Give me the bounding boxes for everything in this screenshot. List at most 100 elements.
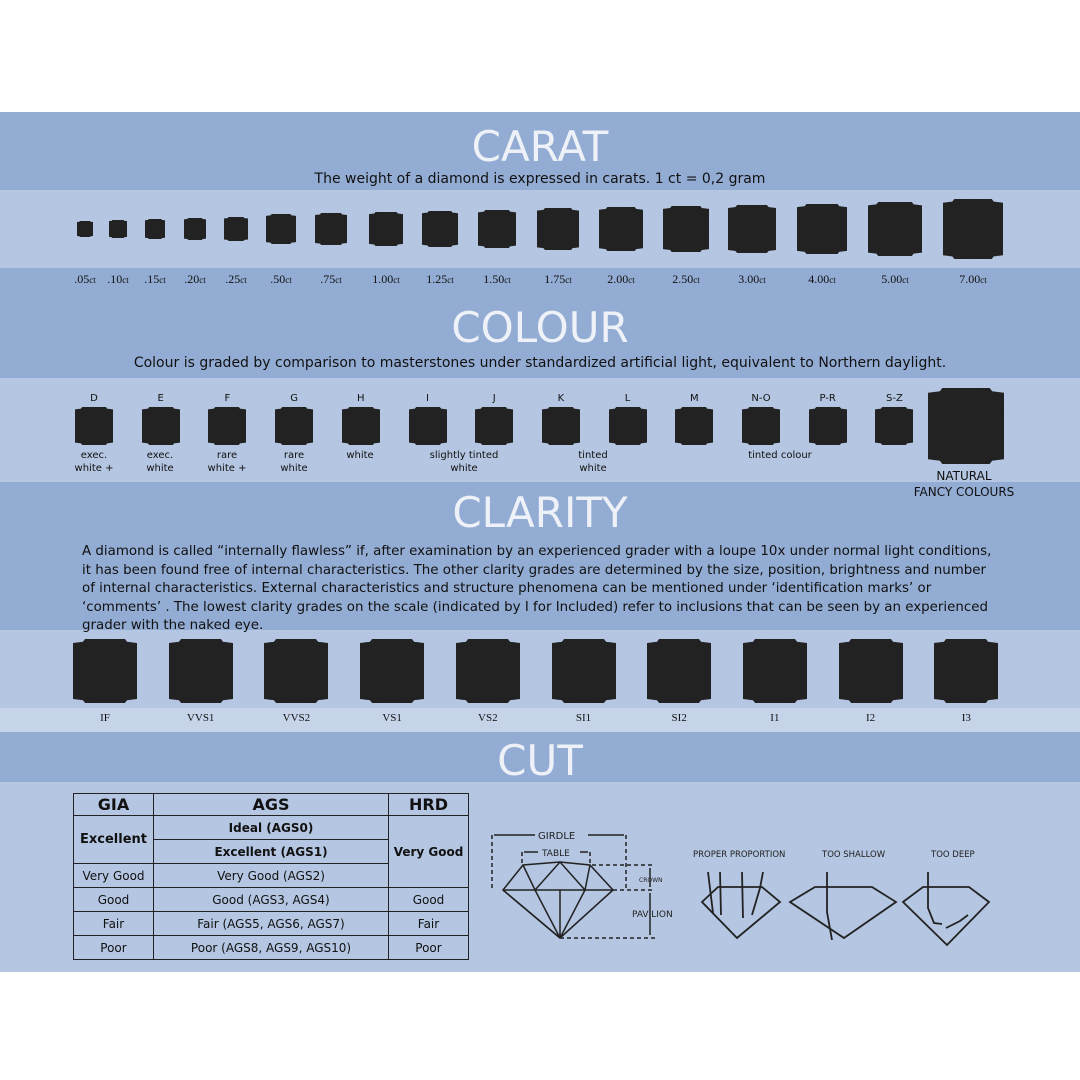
clarity-grade-label: VVS2: [282, 712, 311, 724]
colour-diamond-E: [142, 407, 180, 445]
too-deep-label: TOO DEEP: [930, 850, 975, 860]
colour-description: rare white: [280, 450, 308, 474]
gia-poor: Poor: [73, 935, 154, 960]
carat-unit: ct: [393, 275, 400, 285]
cut-title: CUT: [497, 736, 583, 785]
carat-label: 1.75ct: [544, 272, 572, 287]
colour-grade-letter: E: [157, 393, 164, 404]
carat-value: 4.00: [808, 272, 830, 286]
carat-unit: ct: [980, 275, 987, 285]
girdle-label: GIRDLE: [538, 831, 575, 842]
carat-label: .15ct: [144, 272, 166, 287]
carat-label: .50ct: [270, 272, 292, 287]
clarity-diamond-VVS2: [264, 639, 328, 703]
colour-grade-letter: F: [224, 393, 231, 404]
clarity-diamond-VVS1: [169, 639, 233, 703]
carat-value: 2.50: [672, 272, 694, 286]
gia-fair: Fair: [73, 911, 154, 936]
carat-label: 2.50ct: [672, 272, 700, 287]
gia-very-good: Very Good: [73, 863, 154, 888]
carat-label: 5.00ct: [881, 272, 909, 287]
carat-label: 1.25ct: [426, 272, 454, 287]
carat-header-band: [0, 112, 1080, 190]
carat-unit: ct: [159, 275, 166, 285]
too-shallow-shape: [788, 886, 898, 940]
carat-unit: ct: [902, 275, 909, 285]
clarity-diamond-VS2: [456, 639, 520, 703]
carat-unit: ct: [335, 275, 342, 285]
ags-ideal: Ideal (AGS0): [153, 815, 389, 840]
diamond-profile: [491, 834, 655, 939]
carat-value: 2.00: [607, 272, 629, 286]
carat-label: 4.00ct: [808, 272, 836, 287]
cut-proportion-diagram: GIRDLE TABLE CROWN PAVILION PROPER PROPO…: [491, 831, 991, 947]
ags-very-good: Very Good (AGS2): [153, 863, 389, 888]
carat-value: .10: [107, 272, 123, 286]
carat-value: 1.50: [483, 272, 505, 286]
carat-diamond-10: [537, 208, 579, 250]
carat-diamond-8: [422, 211, 458, 247]
clarity-diamond-I2: [839, 639, 903, 703]
carat-label: .05ct: [74, 272, 96, 287]
clarity-grade-label: IF: [100, 712, 110, 724]
carat-diamond-3: [184, 218, 206, 240]
colour-grade-letter: G: [290, 393, 298, 404]
too-deep-light-ray: [927, 872, 969, 929]
colour-description: exec. white: [146, 450, 174, 474]
carat-unit: ct: [285, 275, 292, 285]
header-gia: GIA: [73, 793, 154, 816]
clarity-diamond-VS1: [360, 639, 424, 703]
clarity-grade-label: VS1: [382, 712, 402, 724]
clarity-diamonds-band: [0, 630, 1080, 708]
carat-diamond-9: [478, 210, 516, 248]
clarity-grade-label: I3: [961, 712, 971, 724]
colour-subtitle: Colour is graded by comparison to master…: [133, 355, 947, 371]
colour-diamond-N-O: [742, 407, 780, 445]
carat-unit: ct: [628, 275, 635, 285]
hrd-poor: Poor: [388, 935, 469, 960]
colour-grade-letter: M: [689, 393, 699, 404]
ags-excellent: Excellent (AGS1): [153, 839, 389, 864]
clarity-diamond-IF: [73, 639, 137, 703]
colour-grade-letter: J: [492, 393, 496, 404]
clarity-header-band: [0, 482, 1080, 630]
clarity-labels-band: [0, 708, 1080, 732]
fancy-colours-label: NATURAL FANCY COLOURS: [913, 469, 1015, 499]
colour-description: slightly tinted white: [429, 450, 499, 474]
colour-description: rare white +: [207, 450, 247, 474]
carat-value: .15: [144, 272, 160, 286]
colour-grade-letter: D: [90, 393, 98, 404]
carat-label: 1.00ct: [372, 272, 400, 287]
carat-value: 1.00: [372, 272, 394, 286]
carat-subtitle: The weight of a diamond is expressed in …: [314, 171, 766, 187]
colour-grade-letter: H: [357, 393, 365, 404]
carat-label: 1.50ct: [483, 272, 511, 287]
pavilion-label: PAVILION: [632, 910, 673, 920]
clarity-diamond-SI1: [552, 639, 616, 703]
carat-diamond-1: [109, 220, 127, 238]
gia-good: Good: [73, 887, 154, 912]
carat-value: 5.00: [881, 272, 903, 286]
carat-unit: ct: [447, 275, 454, 285]
clarity-grade-label: I2: [866, 712, 876, 724]
clarity-diamond-I3: [934, 639, 998, 703]
colour-description: tinted white: [578, 450, 608, 474]
table-label: TABLE: [541, 849, 570, 859]
carat-label: .25ct: [225, 272, 247, 287]
carat-value: 1.25: [426, 272, 448, 286]
clarity-grade-label: VVS1: [186, 712, 215, 724]
carat-diamond-13: [728, 205, 776, 253]
carat-diamond-16: [943, 199, 1003, 259]
colour-diamond-M: [675, 407, 713, 445]
too-shallow-light-ray: [826, 872, 833, 941]
carat-diamond-5: [266, 214, 296, 244]
carat-label: .10ct: [107, 272, 129, 287]
colour-description: exec. white +: [74, 450, 114, 474]
clarity-description: A diamond is called “internally flawless…: [82, 544, 992, 633]
ags-fair: Fair (AGS5, AGS6, AGS7): [153, 911, 389, 936]
carat-value: 7.00: [959, 272, 981, 286]
carat-diamond-11: [599, 207, 643, 251]
carat-unit: ct: [122, 275, 129, 285]
carat-label: 2.00ct: [607, 272, 635, 287]
